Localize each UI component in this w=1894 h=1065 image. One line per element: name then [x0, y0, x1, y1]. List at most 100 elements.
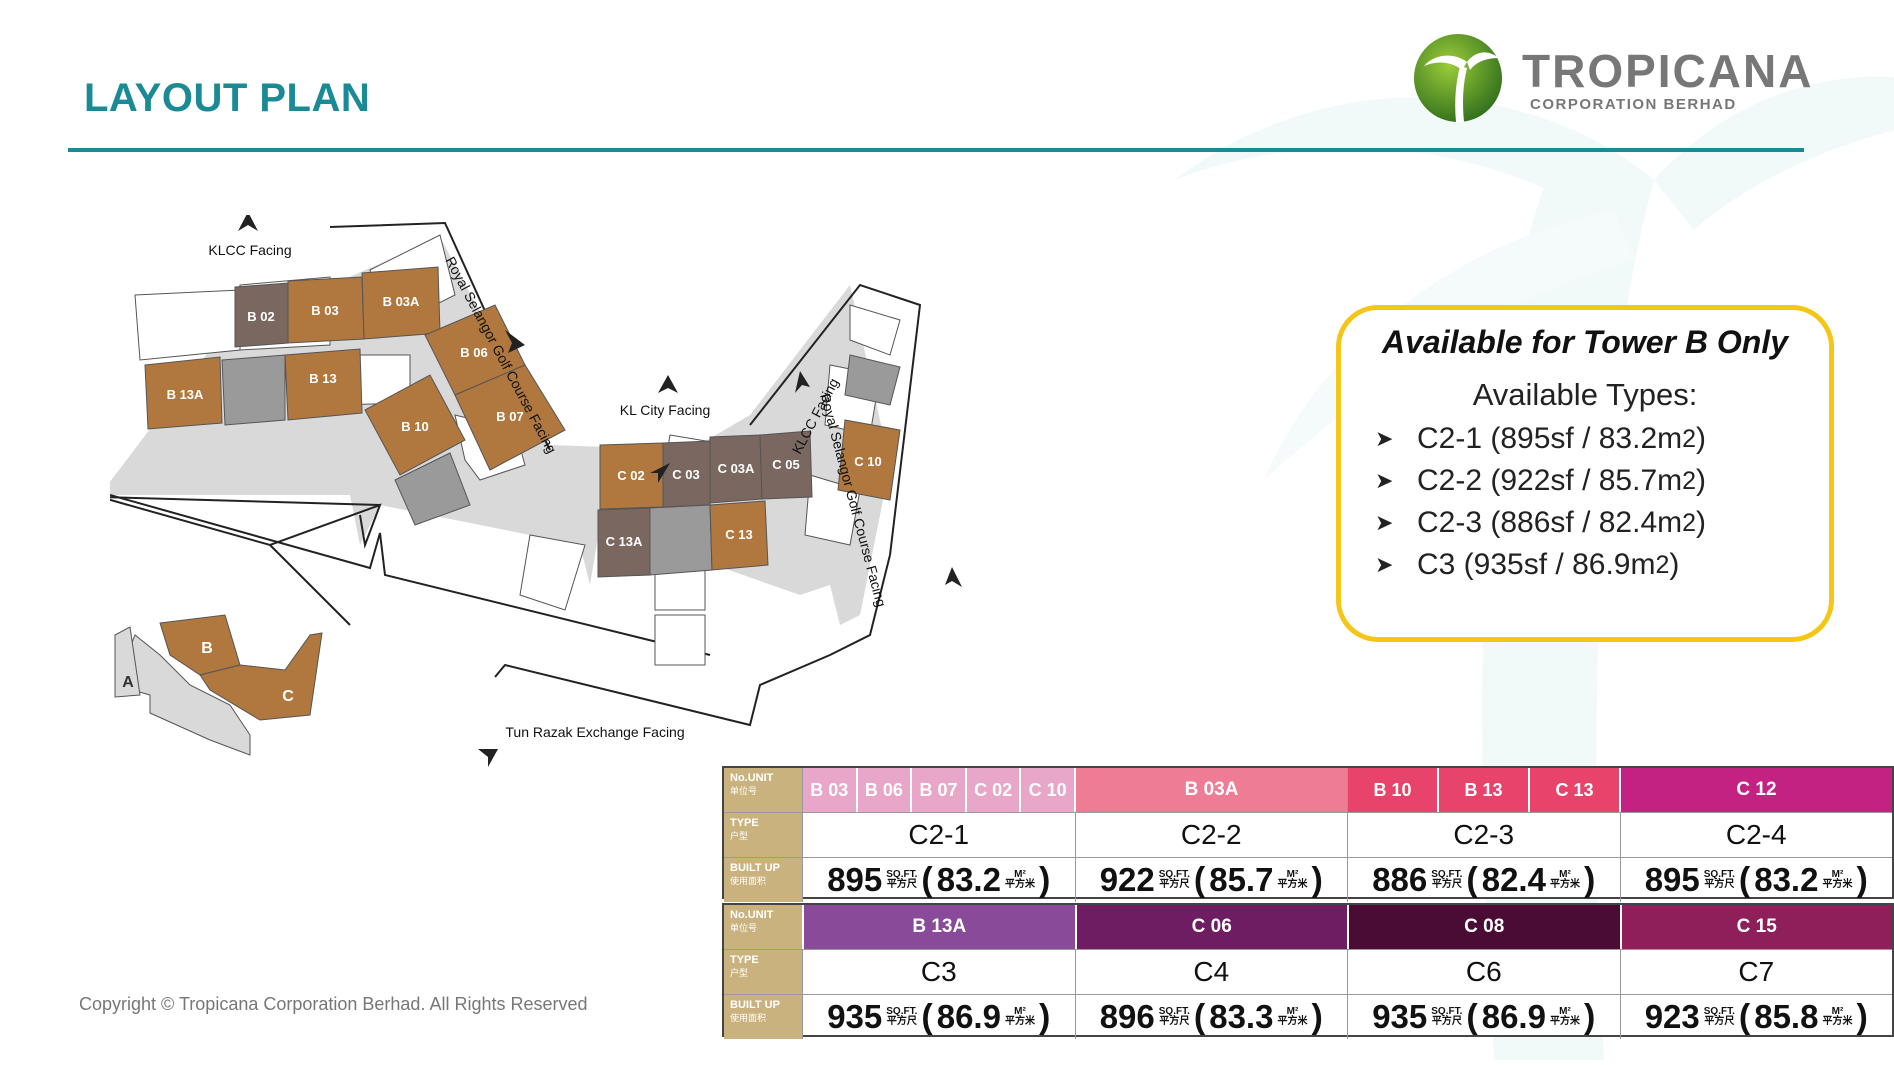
unit-cell: B 10: [1348, 768, 1437, 812]
unit-cell: C 02: [964, 768, 1020, 812]
type-cell: C2-3: [1347, 813, 1620, 857]
type-cell: C7: [1619, 950, 1893, 994]
svg-text:C 05: C 05: [772, 457, 799, 472]
unit-c03: C 03: [662, 440, 711, 508]
palm-tree-globe-icon: [1414, 34, 1502, 122]
unit-cell: B 03A: [1074, 768, 1347, 812]
unit-marker: SQ.FT.平方尺: [1703, 1006, 1735, 1027]
svg-text:C: C: [282, 688, 294, 705]
unit-cell: B 07: [910, 768, 965, 812]
arrow-bullet-icon: ➤: [1375, 552, 1394, 577]
type-cell: C6: [1347, 950, 1620, 994]
type-cell: C4: [1074, 950, 1348, 994]
unit-b13a: B 13A: [144, 356, 223, 430]
klcc-arrow-icon: [795, 371, 810, 393]
availability-subtitle: Available Types:: [1472, 377, 1698, 412]
unit-marker: SQ.FT.平方尺: [1431, 1006, 1463, 1027]
svg-text:B 06: B 06: [460, 345, 487, 360]
company-logo: TROPICANA CORPORATION BERHAD: [1412, 32, 1812, 128]
svg-text:B 13: B 13: [309, 371, 336, 386]
copyright-notice: Copyright © Tropicana Corporation Berhad…: [79, 994, 588, 1014]
unit-marker: SQ.FT.平方尺: [1158, 1006, 1190, 1027]
svg-text:B 10: B 10: [401, 419, 428, 434]
svg-text:C 13A: C 13A: [606, 534, 643, 549]
unit-c10: C 10: [837, 419, 901, 501]
unit-b03a: B 03A: [361, 266, 441, 340]
unit-marker: SQ.FT.平方尺: [1703, 869, 1735, 890]
unit-b10: B 10: [364, 374, 466, 476]
svg-text:B 13A: B 13A: [167, 387, 204, 402]
unit-cell: B 03: [803, 768, 856, 812]
kl-city-facing-label: KL City Facing: [620, 402, 711, 418]
tun-razak-facing-label: Tun Razak Exchange Facing: [505, 724, 684, 740]
unit-cell: C 06: [1074, 905, 1347, 949]
title-divider: [68, 148, 1804, 152]
type-cell: C3: [802, 950, 1075, 994]
key-plan: B C A: [114, 614, 323, 756]
arrow-bullet-icon: ➤: [1375, 426, 1394, 451]
arrow-bullet-icon: ➤: [1375, 468, 1394, 493]
unit-cell: C 08: [1347, 905, 1620, 949]
unit-cell: C 15: [1619, 905, 1892, 949]
unit-marker: SQ.FT.平方尺: [886, 869, 918, 890]
svg-text:B 07: B 07: [496, 409, 523, 424]
svg-text:C 13: C 13: [725, 527, 752, 542]
logo-subtitle: CORPORATION BERHAD: [1530, 96, 1737, 113]
svg-text:B 03A: B 03A: [383, 294, 420, 309]
unit-cell: C 13: [1528, 768, 1619, 812]
unit-c03a: C 03A: [709, 434, 763, 504]
unit-b13: B 13: [284, 348, 363, 421]
type-cell: C2-1: [802, 813, 1075, 857]
svg-text:B: B: [201, 640, 213, 657]
svg-text:C 03: C 03: [672, 467, 699, 482]
trx-arrow-icon: [478, 749, 498, 767]
kl-city-arrow-icon: [658, 375, 678, 393]
unit-cell: B 06: [855, 768, 911, 812]
svg-text:B 03: B 03: [311, 303, 338, 318]
type-cell: C2-4: [1619, 813, 1893, 857]
unit-cell: C 12: [1619, 768, 1892, 812]
unit-label: B 02: [247, 309, 274, 324]
golf-arrow-icon: [505, 330, 525, 353]
availability-title: Available for Tower B Only: [1381, 324, 1788, 360]
arrow-bullet-icon: ➤: [1375, 510, 1394, 535]
unit-marker: SQ.FT.平方尺: [886, 1006, 918, 1027]
north-arrow-icon: [238, 215, 258, 231]
logo-name: TROPICANA: [1522, 45, 1814, 97]
svg-text:C 02: C 02: [617, 468, 644, 483]
unit-cell: B 13A: [802, 905, 1075, 949]
unit-cell: C 10: [1019, 768, 1074, 812]
unit-c13: C 13: [709, 500, 769, 571]
unit-marker: SQ.FT.平方尺: [1158, 869, 1190, 890]
